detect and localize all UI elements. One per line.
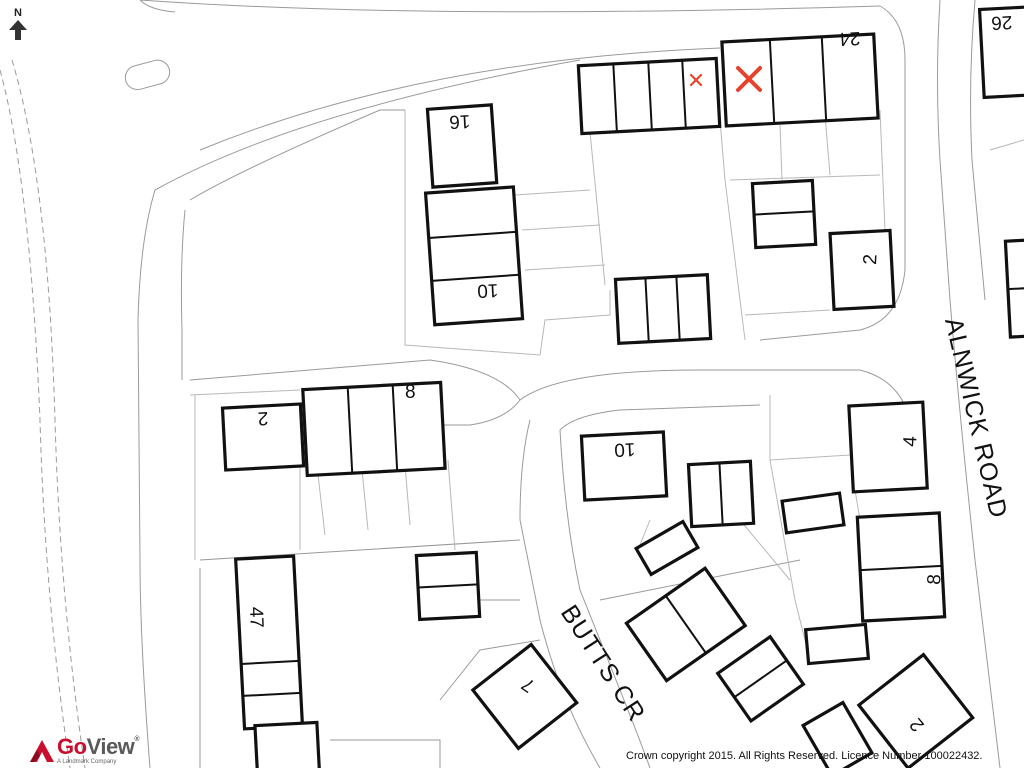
goview-subtitle: A Landmark Company <box>57 759 117 765</box>
small-x-marker <box>689 73 703 87</box>
goview-logo: GoView® A Landmark Company <box>28 736 139 768</box>
house-number-4: 4 <box>900 435 922 447</box>
road-name-alnwick: ALNWICK ROAD <box>939 315 1012 521</box>
site-markers <box>689 66 762 92</box>
house-number-24: 24 <box>838 27 861 49</box>
house-number-8-west: 8 <box>405 382 416 403</box>
house-number-47: 47 <box>245 606 267 628</box>
house-number-2-east: 2 <box>860 254 882 266</box>
house-number-2-west: 2 <box>257 407 269 429</box>
house-number-26: 26 <box>991 11 1013 33</box>
house-number-8-east: 8 <box>924 574 946 586</box>
large-x-marker <box>736 66 762 92</box>
road-lines <box>0 0 1001 768</box>
brand-trademark: ® <box>134 736 139 743</box>
goview-brand: GoView® <box>57 734 139 759</box>
brand-suffix: View <box>86 734 135 759</box>
brand-prefix: Go <box>57 734 87 759</box>
house-number-10-south: 10 <box>614 438 636 460</box>
copyright-notice: Crown copyright 2015. All Rights Reserve… <box>626 750 983 762</box>
house-number-16: 16 <box>449 110 471 132</box>
house-number-10-north: 10 <box>477 279 499 301</box>
goview-logo-icon <box>30 740 54 762</box>
house-number-labels: 24 26 16 10 2 8 2 10 4 8 47 7 2 <box>245 11 1013 735</box>
arrow-up-icon <box>9 20 27 40</box>
plot-boundaries <box>189 109 1024 661</box>
north-label: N <box>14 7 22 19</box>
buildings <box>220 4 1024 768</box>
north-arrow: N <box>6 8 30 46</box>
